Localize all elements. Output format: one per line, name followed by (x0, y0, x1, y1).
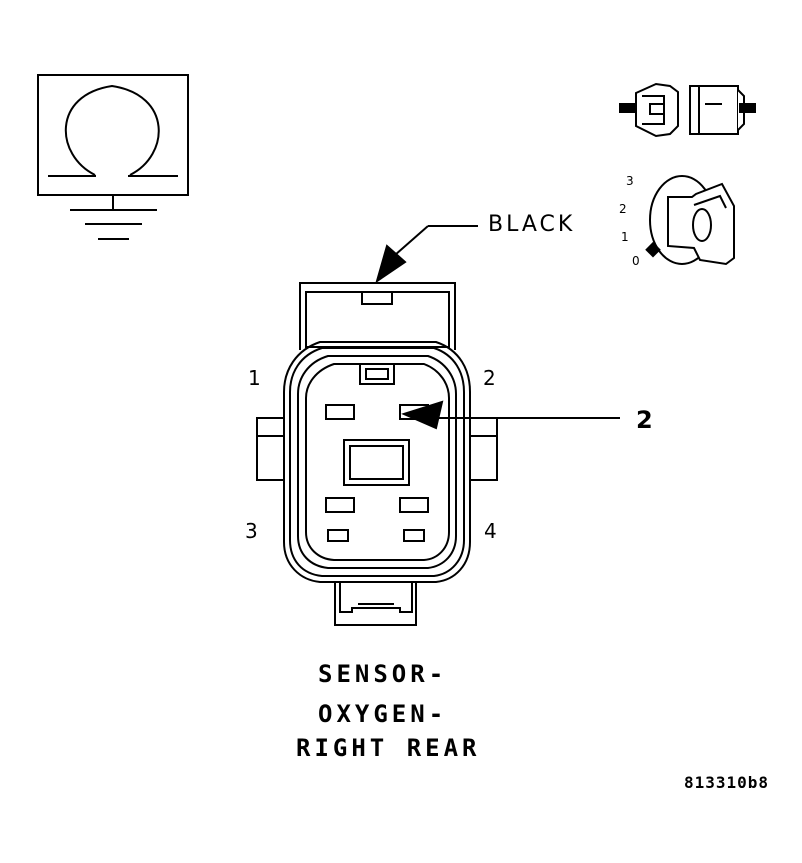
ignition-key-icon (647, 176, 734, 264)
callout-arrow (404, 402, 620, 428)
latch-window (360, 364, 394, 384)
key-position-0: 0 (632, 254, 640, 268)
pin-label-2: 2 (483, 366, 496, 390)
pin-label-1: 1 (248, 366, 261, 390)
pin-label-3: 3 (245, 519, 258, 543)
title-line-1: SENSOR- (318, 660, 448, 688)
callout-number: 2 (636, 406, 653, 434)
pin-cavity-4 (400, 498, 428, 512)
pin-cavity-1 (326, 405, 354, 419)
key-position-1: 1 (621, 230, 629, 244)
connector-cavities (326, 364, 428, 541)
figure-id: 813310b8 (684, 773, 770, 792)
title-line-2: OXYGEN- (318, 700, 448, 728)
title-line-3: RIGHT REAR (296, 734, 481, 762)
connector-body (257, 283, 497, 625)
center-window (344, 440, 409, 485)
pin-cavity-3 (326, 498, 354, 512)
wire-color-label: BLACK (488, 212, 576, 237)
ground-icon (70, 195, 157, 239)
wire-color-leader (377, 226, 478, 281)
key-position-2: 2 (619, 202, 627, 216)
pin-label-4: 4 (484, 519, 497, 543)
key-position-3: 3 (626, 174, 634, 188)
connector-disconnected-icon (620, 84, 755, 136)
ohm-symbol-icon (38, 75, 188, 195)
